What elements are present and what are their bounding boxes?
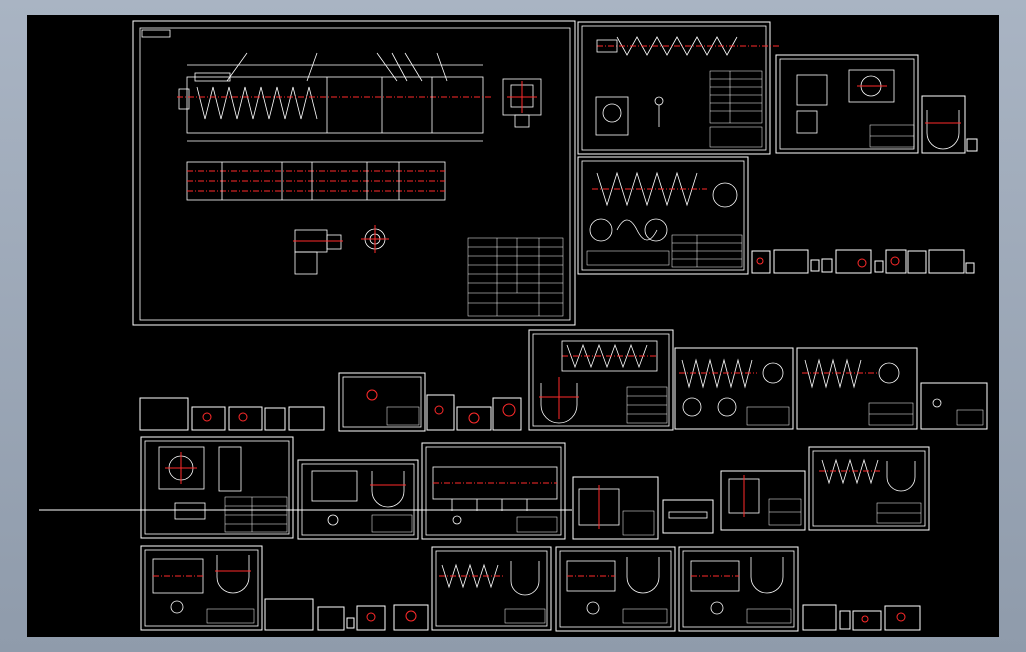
model-space-viewport[interactable]: [27, 15, 999, 637]
feed-hopper-sheet[interactable]: [528, 329, 674, 431]
shaft-drawing-sheet[interactable]: [577, 21, 779, 155]
intermediate-bearing-sheet[interactable]: [808, 446, 930, 531]
trough-plan-sheet[interactable]: [421, 442, 566, 540]
outlet-sheet-c[interactable]: [555, 546, 676, 632]
outlet-sheet-d[interactable]: [678, 546, 799, 632]
trough-end-sheet[interactable]: [921, 95, 978, 154]
thumbnail-row-bottom-right[interactable]: [802, 604, 921, 631]
thumbnail-row-bottom-left[interactable]: [264, 598, 429, 631]
cover-plate-sheet[interactable]: [572, 476, 714, 540]
outlet-sheet-a[interactable]: [140, 545, 263, 631]
main-title-block: [467, 237, 564, 317]
thumbnail-row-upper-right[interactable]: [751, 249, 975, 274]
flange-sheet[interactable]: [920, 382, 988, 430]
screw-section-sheet-b[interactable]: [796, 347, 918, 430]
bearing-seat-sheet[interactable]: [775, 54, 919, 154]
drive-assembly-sheet[interactable]: [140, 436, 294, 539]
outlet-sheet-b[interactable]: [431, 546, 552, 631]
cad-drawing-canvas[interactable]: [27, 15, 999, 637]
screw-blade-sheet[interactable]: [577, 156, 749, 275]
support-bracket-sheet[interactable]: [720, 470, 806, 531]
trough-assembly-sheet[interactable]: [297, 459, 419, 540]
thumbnail-row-left[interactable]: [139, 372, 522, 432]
screw-section-sheet-a[interactable]: [674, 347, 794, 430]
main-assembly-sheet[interactable]: [132, 20, 576, 326]
